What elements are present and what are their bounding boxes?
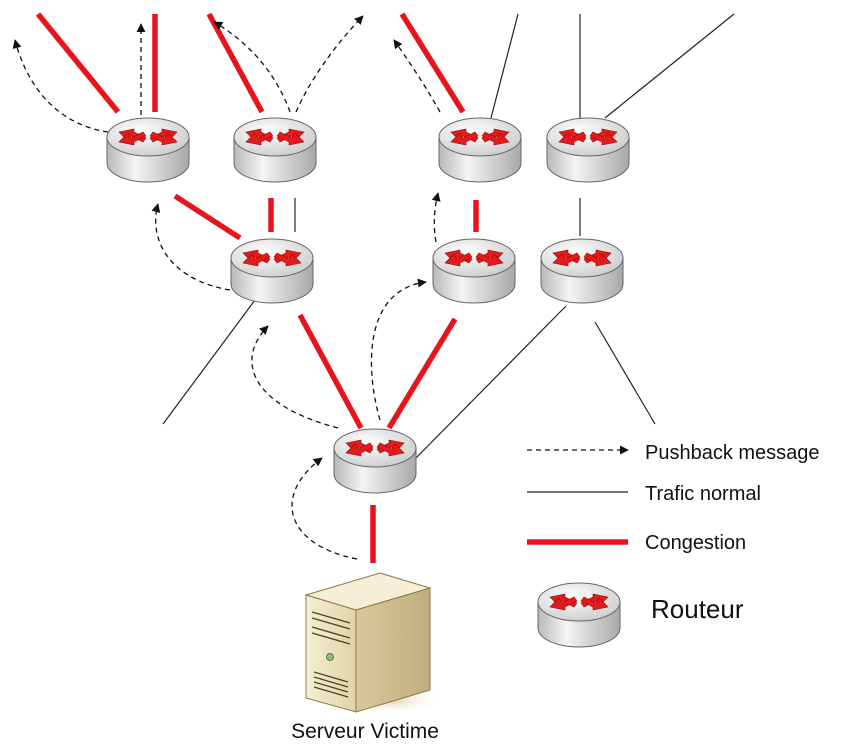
routers <box>106 117 630 494</box>
legend-pushback-label: Pushback message <box>645 442 820 464</box>
router-icon <box>106 117 190 183</box>
legend-normal-label: Trafic normal <box>645 483 761 505</box>
router-icon <box>432 238 516 304</box>
pushback-arrows <box>12 15 441 560</box>
router-icon <box>540 238 624 304</box>
router-icon <box>546 117 630 183</box>
router-icon <box>333 428 417 494</box>
server-icon <box>304 572 447 714</box>
router-icon <box>233 117 317 183</box>
router-icon <box>230 238 314 304</box>
congestion-lines <box>35 12 479 563</box>
normal-traffic-lines <box>162 13 735 461</box>
server-label: Serveur Victime <box>291 720 439 743</box>
router-icon <box>438 117 522 183</box>
router-icon <box>537 582 621 648</box>
legend: Pushback message Trafic normal Congestio… <box>527 442 820 648</box>
legend-congestion-label: Congestion <box>645 532 746 554</box>
legend-router-label: Routeur <box>651 594 744 624</box>
